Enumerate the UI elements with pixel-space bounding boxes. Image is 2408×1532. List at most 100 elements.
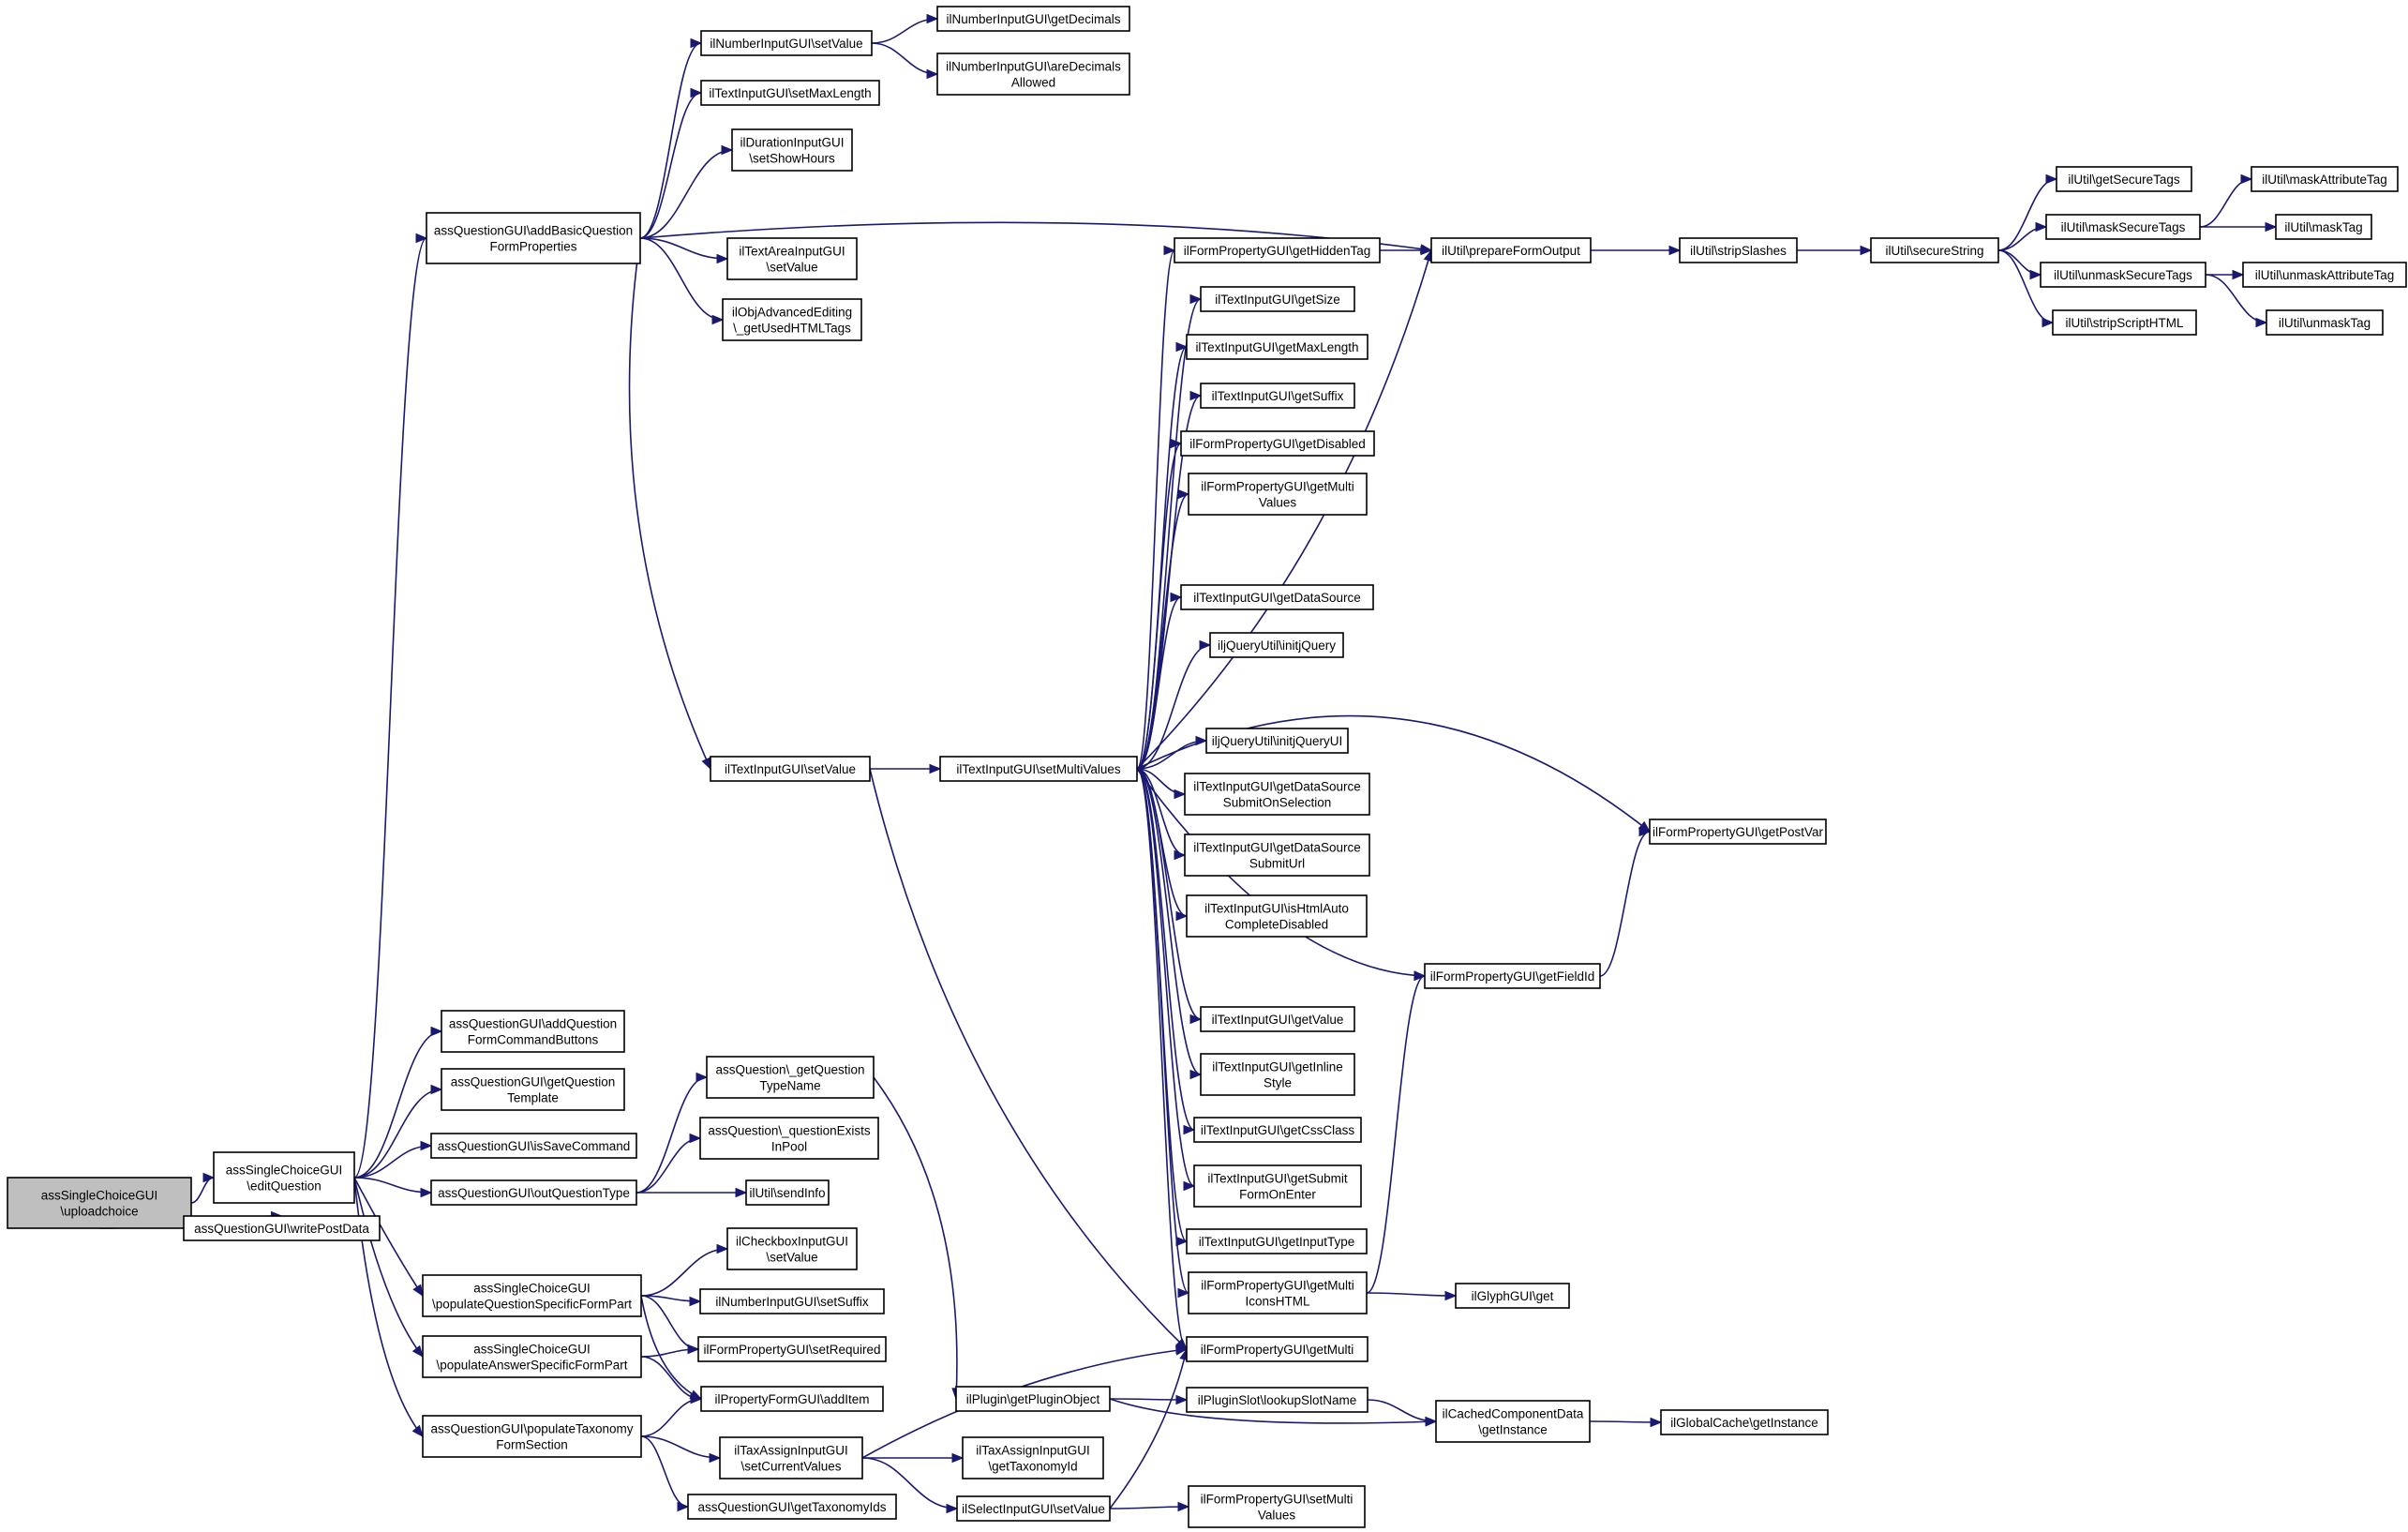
node-n64[interactable]: ilUtil\stripScriptHTML xyxy=(2052,309,2197,336)
node-n55[interactable]: ilGlyphGUI\get xyxy=(1455,1283,1570,1309)
node-label: ilTextInputGUI\getDataSource xyxy=(1193,841,1361,855)
node-n8[interactable]: assSingleChoiceGUI\populateQuestionSpeci… xyxy=(422,1274,642,1317)
node-n0[interactable]: assSingleChoiceGUI\uploadchoice xyxy=(7,1177,192,1229)
node-n28[interactable]: assQuestionGUI\getTaxonomyIds xyxy=(687,1494,897,1520)
arrowhead-n27-n31 xyxy=(946,1503,959,1514)
node-n16[interactable]: ilNumberInputGUI\getDecimals xyxy=(936,6,1130,32)
node-n39[interactable]: iljQueryUtil\initjQuery xyxy=(1209,632,1344,658)
node-box xyxy=(722,298,862,341)
node-n11[interactable]: ilNumberInputGUI\setValue xyxy=(700,30,873,56)
node-n2[interactable]: assQuestionGUI\writePostData xyxy=(183,1215,381,1241)
arrowhead-n3-n13 xyxy=(721,144,734,156)
node-n46[interactable]: ilTextInputGUI\getCssClass xyxy=(1193,1117,1362,1143)
node-label: ilDurationInputGUI xyxy=(740,136,844,150)
node-n25[interactable]: ilFormPropertyGUI\setRequired xyxy=(697,1336,887,1362)
arrowhead-n3-n11 xyxy=(690,38,703,49)
arrowhead-n19-n41 xyxy=(1174,789,1187,800)
node-box xyxy=(422,1415,642,1458)
node-n13[interactable]: ilDurationInputGUI\setShowHours xyxy=(731,128,853,172)
node-n19[interactable]: ilTextInputGUI\setMultiValues xyxy=(939,756,1138,782)
arrowhead-n19-n38 xyxy=(1170,592,1183,603)
node-n3[interactable]: assQuestionGUI\addBasicQuestionFormPrope… xyxy=(426,212,641,264)
node-n38[interactable]: ilTextInputGUI\getDataSource xyxy=(1180,584,1374,610)
node-n61[interactable]: ilUtil\getSecureTags xyxy=(2056,166,2192,192)
node-n30[interactable]: ilTaxAssignInputGUI\getTaxonomyId xyxy=(962,1436,1104,1479)
edge-n29-n56 xyxy=(1109,1398,1437,1424)
node-n40[interactable]: iljQueryUtil\initjQueryUI xyxy=(1205,728,1349,754)
node-n29[interactable]: ilPlugin\getPluginObject xyxy=(955,1386,1111,1412)
edge-n49-n54 xyxy=(1366,975,1426,1294)
node-n58[interactable]: ilFormPropertyGUI\getPostVar xyxy=(1649,819,1827,845)
node-n6[interactable]: assQuestionGUI\isSaveCommand xyxy=(430,1133,637,1159)
node-n14[interactable]: ilTextAreaInputGUI\setValue xyxy=(726,237,858,280)
node-n57[interactable]: ilUtil\stripSlashes xyxy=(1679,237,1798,263)
node-n52[interactable]: ilFormPropertyGUI\setMultiValues xyxy=(1188,1485,1366,1528)
node-label: ilTextInputGUI\getInputType xyxy=(1199,1235,1355,1249)
node-n43[interactable]: ilTextInputGUI\isHtmlAutoCompleteDisable… xyxy=(1186,894,1368,938)
node-label: ilUtil\prepareFormOutput xyxy=(1442,244,1580,258)
node-n35[interactable]: ilTextInputGUI\getSuffix xyxy=(1200,383,1355,409)
node-n65[interactable]: ilUtil\maskAttributeTag xyxy=(2251,166,2399,192)
node-n27[interactable]: ilTaxAssignInputGUI\setCurrentValues xyxy=(719,1436,863,1479)
node-n12[interactable]: ilTextInputGUI\setMaxLength xyxy=(700,80,880,106)
node-n56[interactable]: ilCachedComponentData\getInstance xyxy=(1435,1400,1591,1443)
edge-n10-n27 xyxy=(640,1435,721,1459)
node-box xyxy=(1186,334,1369,360)
node-n36[interactable]: ilFormPropertyGUI\getDisabled xyxy=(1180,430,1375,457)
node-n60[interactable]: ilUtil\secureString xyxy=(1870,237,1999,263)
node-n7[interactable]: assQuestionGUI\outQuestionType xyxy=(430,1179,637,1206)
node-n1[interactable]: assSingleChoiceGUI\editQuestion xyxy=(213,1151,355,1204)
arrowhead-n19-n48 xyxy=(1175,1236,1189,1247)
node-n9[interactable]: assSingleChoiceGUI\populateAnswerSpecifi… xyxy=(422,1335,642,1378)
node-n48[interactable]: ilTextInputGUI\getInputType xyxy=(1186,1228,1368,1254)
node-n15[interactable]: ilObjAdvancedEditing\_getUsedHTMLTags xyxy=(722,298,862,341)
node-n34[interactable]: ilTextInputGUI\getMaxLength xyxy=(1186,334,1369,360)
arrowhead-n57-n60 xyxy=(1860,245,1873,256)
arrowhead-n63-n67 xyxy=(2232,269,2245,280)
node-box xyxy=(1193,1164,1362,1208)
node-n67[interactable]: ilUtil\unmaskAttributeTag xyxy=(2242,262,2407,288)
arrowhead-n49-n54 xyxy=(1413,970,1427,982)
node-n51[interactable]: ilPluginSlot\lookupSlotName xyxy=(1186,1387,1369,1413)
arrowhead-n51-n56 xyxy=(1425,1416,1438,1427)
node-n44[interactable]: ilTextInputGUI\getValue xyxy=(1200,1006,1355,1032)
node-n4[interactable]: assQuestionGUI\addQuestionFormCommandBut… xyxy=(441,1010,625,1053)
node-n33[interactable]: ilTextInputGUI\getSize xyxy=(1200,286,1355,312)
node-n41[interactable]: ilTextInputGUI\getDataSourceSubmitOnSele… xyxy=(1184,773,1370,816)
node-label: ilUtil\secureString xyxy=(1885,244,1983,258)
node-n10[interactable]: assQuestionGUI\populateTaxonomyFormSecti… xyxy=(422,1415,642,1458)
node-label: ilNumberInputGUI\setSuffix xyxy=(715,1295,869,1309)
node-n31[interactable]: ilSelectInputGUI\setValue xyxy=(956,1495,1111,1522)
node-n22[interactable]: ilUtil\sendInfo xyxy=(745,1179,830,1206)
node-n68[interactable]: ilUtil\unmaskTag xyxy=(2266,309,2384,336)
node-n59[interactable]: ilGlobalCache\getInstance xyxy=(1660,1409,1829,1435)
node-n54[interactable]: ilFormPropertyGUI\getFieldId xyxy=(1424,963,1601,989)
arrowhead-n19-n46 xyxy=(1183,1124,1196,1135)
node-n24[interactable]: ilNumberInputGUI\setSuffix xyxy=(699,1288,885,1314)
node-n26[interactable]: ilPropertyFormGUI\addItem xyxy=(700,1386,884,1412)
arrowhead-n3-n14 xyxy=(716,253,729,264)
node-box xyxy=(939,756,1138,782)
node-n32[interactable]: ilFormPropertyGUI\getHiddenTag xyxy=(1174,237,1381,263)
node-n63[interactable]: ilUtil\unmaskSecureTags xyxy=(2040,262,2206,288)
node-box xyxy=(956,1495,1111,1522)
node-label: \uploadchoice xyxy=(60,1205,138,1219)
node-n53[interactable]: ilUtil\prepareFormOutput xyxy=(1430,237,1592,263)
node-n23[interactable]: ilCheckboxInputGUI\setValue xyxy=(726,1227,858,1270)
node-n62[interactable]: ilUtil\maskSecureTags xyxy=(2045,214,2201,240)
node-label: Allowed xyxy=(1011,76,1055,90)
node-label: ilTaxAssignInputGUI xyxy=(976,1444,1090,1458)
node-label: \populateQuestionSpecificFormPart xyxy=(432,1298,632,1312)
node-n50[interactable]: ilFormPropertyGUI\getMulti xyxy=(1186,1336,1369,1362)
node-n66[interactable]: ilUtil\maskTag xyxy=(2275,214,2372,240)
node-n18[interactable]: ilTextInputGUI\setValue xyxy=(710,756,871,782)
